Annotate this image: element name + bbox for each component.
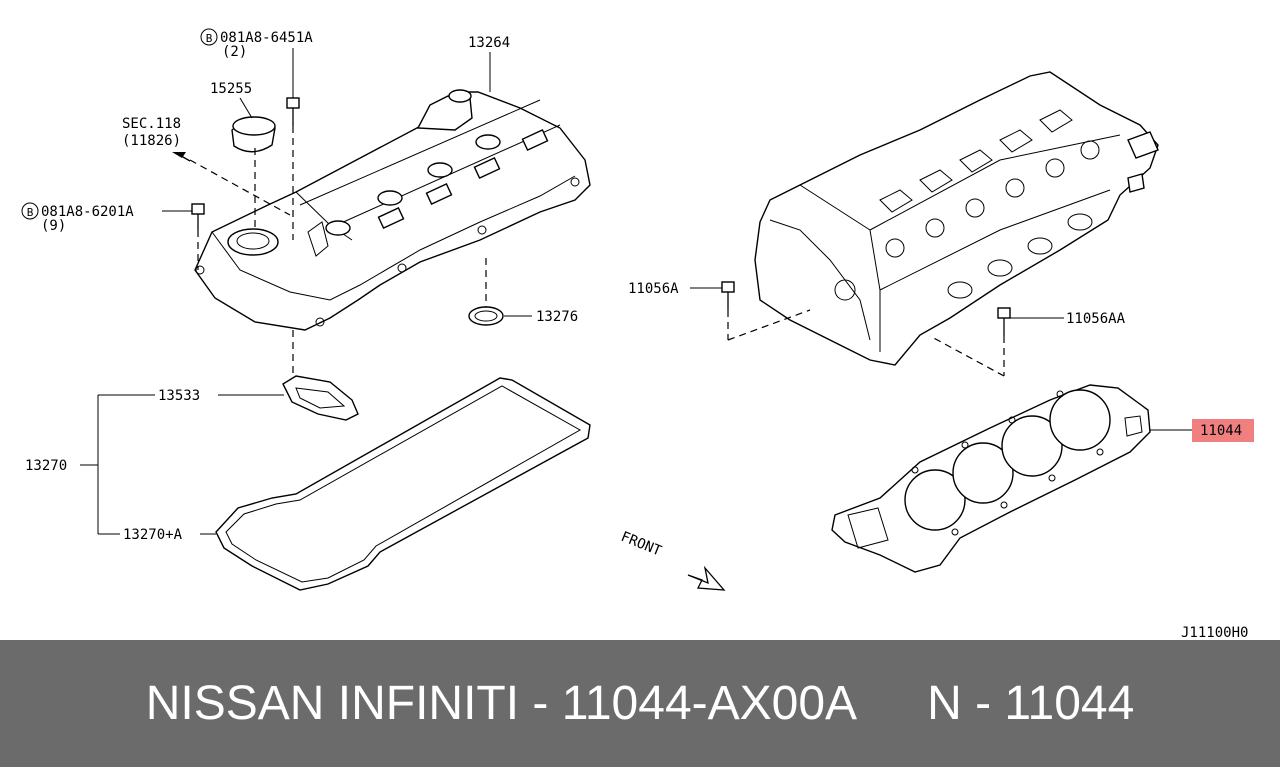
label-head-bolt-a: 11056A — [628, 281, 679, 297]
head-bolts-drawing — [721, 281, 1011, 336]
label-cover-gasket-large: 13270+A — [123, 527, 183, 543]
svg-text:B: B — [206, 32, 213, 45]
label-rocker-cover: 13264 — [468, 35, 510, 51]
label-oil-filler-cap: 15255 — [210, 81, 252, 97]
label-head-bolt-aa: 11056AA — [1066, 311, 1126, 327]
footer-caption: NISSAN INFINITI - 11044-AX00A N - 11044 — [0, 640, 1280, 767]
cylinder-head-drawing — [754, 71, 1159, 366]
footer-separator: - — [519, 677, 562, 730]
footer-part-number: 11044-AX00A — [561, 677, 858, 730]
bolt-symbol-icon: B — [21, 202, 39, 220]
small-gasket-drawing — [282, 375, 359, 421]
plug-tube-seal-drawing — [468, 306, 504, 326]
drawing-code: J11100H0 — [1181, 625, 1248, 640]
label-bolt-cover-left-qty: (9) — [41, 218, 66, 234]
label-front: FRONT — [619, 529, 665, 560]
leader-lines — [80, 48, 1192, 535]
rocker-cover-drawing — [194, 89, 591, 331]
bolt-symbol-icon: B — [200, 28, 218, 46]
label-bolt-cover-upper-qty: (2) — [222, 44, 247, 60]
label-cover-gasket-small: 13533 — [158, 388, 200, 404]
label-cover-gasket-group: 13270 — [25, 458, 67, 474]
label-sec-ref: SEC.118 — [122, 116, 181, 132]
label-bolt-cover-left: 081A8-6201A — [41, 204, 134, 220]
footer-brand: NISSAN INFINITI — [145, 677, 520, 730]
cover-bolts-drawing — [191, 97, 300, 230]
parts-diagram: B B 081A8-6451A (2) 13264 15255 SEC.118 … — [21, 28, 1254, 640]
front-arrow — [687, 565, 726, 591]
label-plug-tube-seal: 13276 — [536, 309, 578, 325]
footer-bar: NISSAN INFINITI - 11044-AX00A N - 11044 — [0, 640, 1280, 767]
footer-ref: N - 11044 — [927, 677, 1135, 730]
svg-text:B: B — [27, 206, 34, 219]
label-highlight — [1192, 419, 1254, 442]
label-bolt-cover-upper: 081A8-6451A — [220, 30, 313, 46]
oil-filler-cap-drawing — [231, 116, 276, 153]
large-gasket-drawing — [215, 377, 591, 591]
label-sec-ref-part: (11826) — [122, 133, 181, 149]
head-gasket-drawing — [831, 384, 1151, 573]
sec-arrow — [172, 152, 191, 162]
guide-lines — [189, 126, 1005, 378]
label-head-gasket: 11044 — [1200, 423, 1242, 439]
